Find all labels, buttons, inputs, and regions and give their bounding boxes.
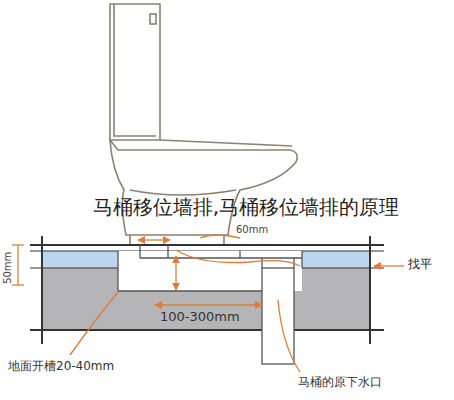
dimension-label: 50mm [2, 252, 14, 284]
floor-section [30, 236, 384, 344]
title: 马桶移位墙排,马桶移位墙排的原理 [93, 196, 399, 219]
dimension-label: 60mm [236, 224, 268, 236]
drain-pipe [118, 245, 302, 364]
callout-label: 马桶的原下水口 [298, 376, 382, 390]
callout-label: 地面开槽20-40mm [8, 360, 114, 374]
dimension-label: 100-300mm [160, 310, 240, 325]
layer-label: 找平 [408, 258, 432, 272]
dimension-lines [12, 235, 404, 372]
